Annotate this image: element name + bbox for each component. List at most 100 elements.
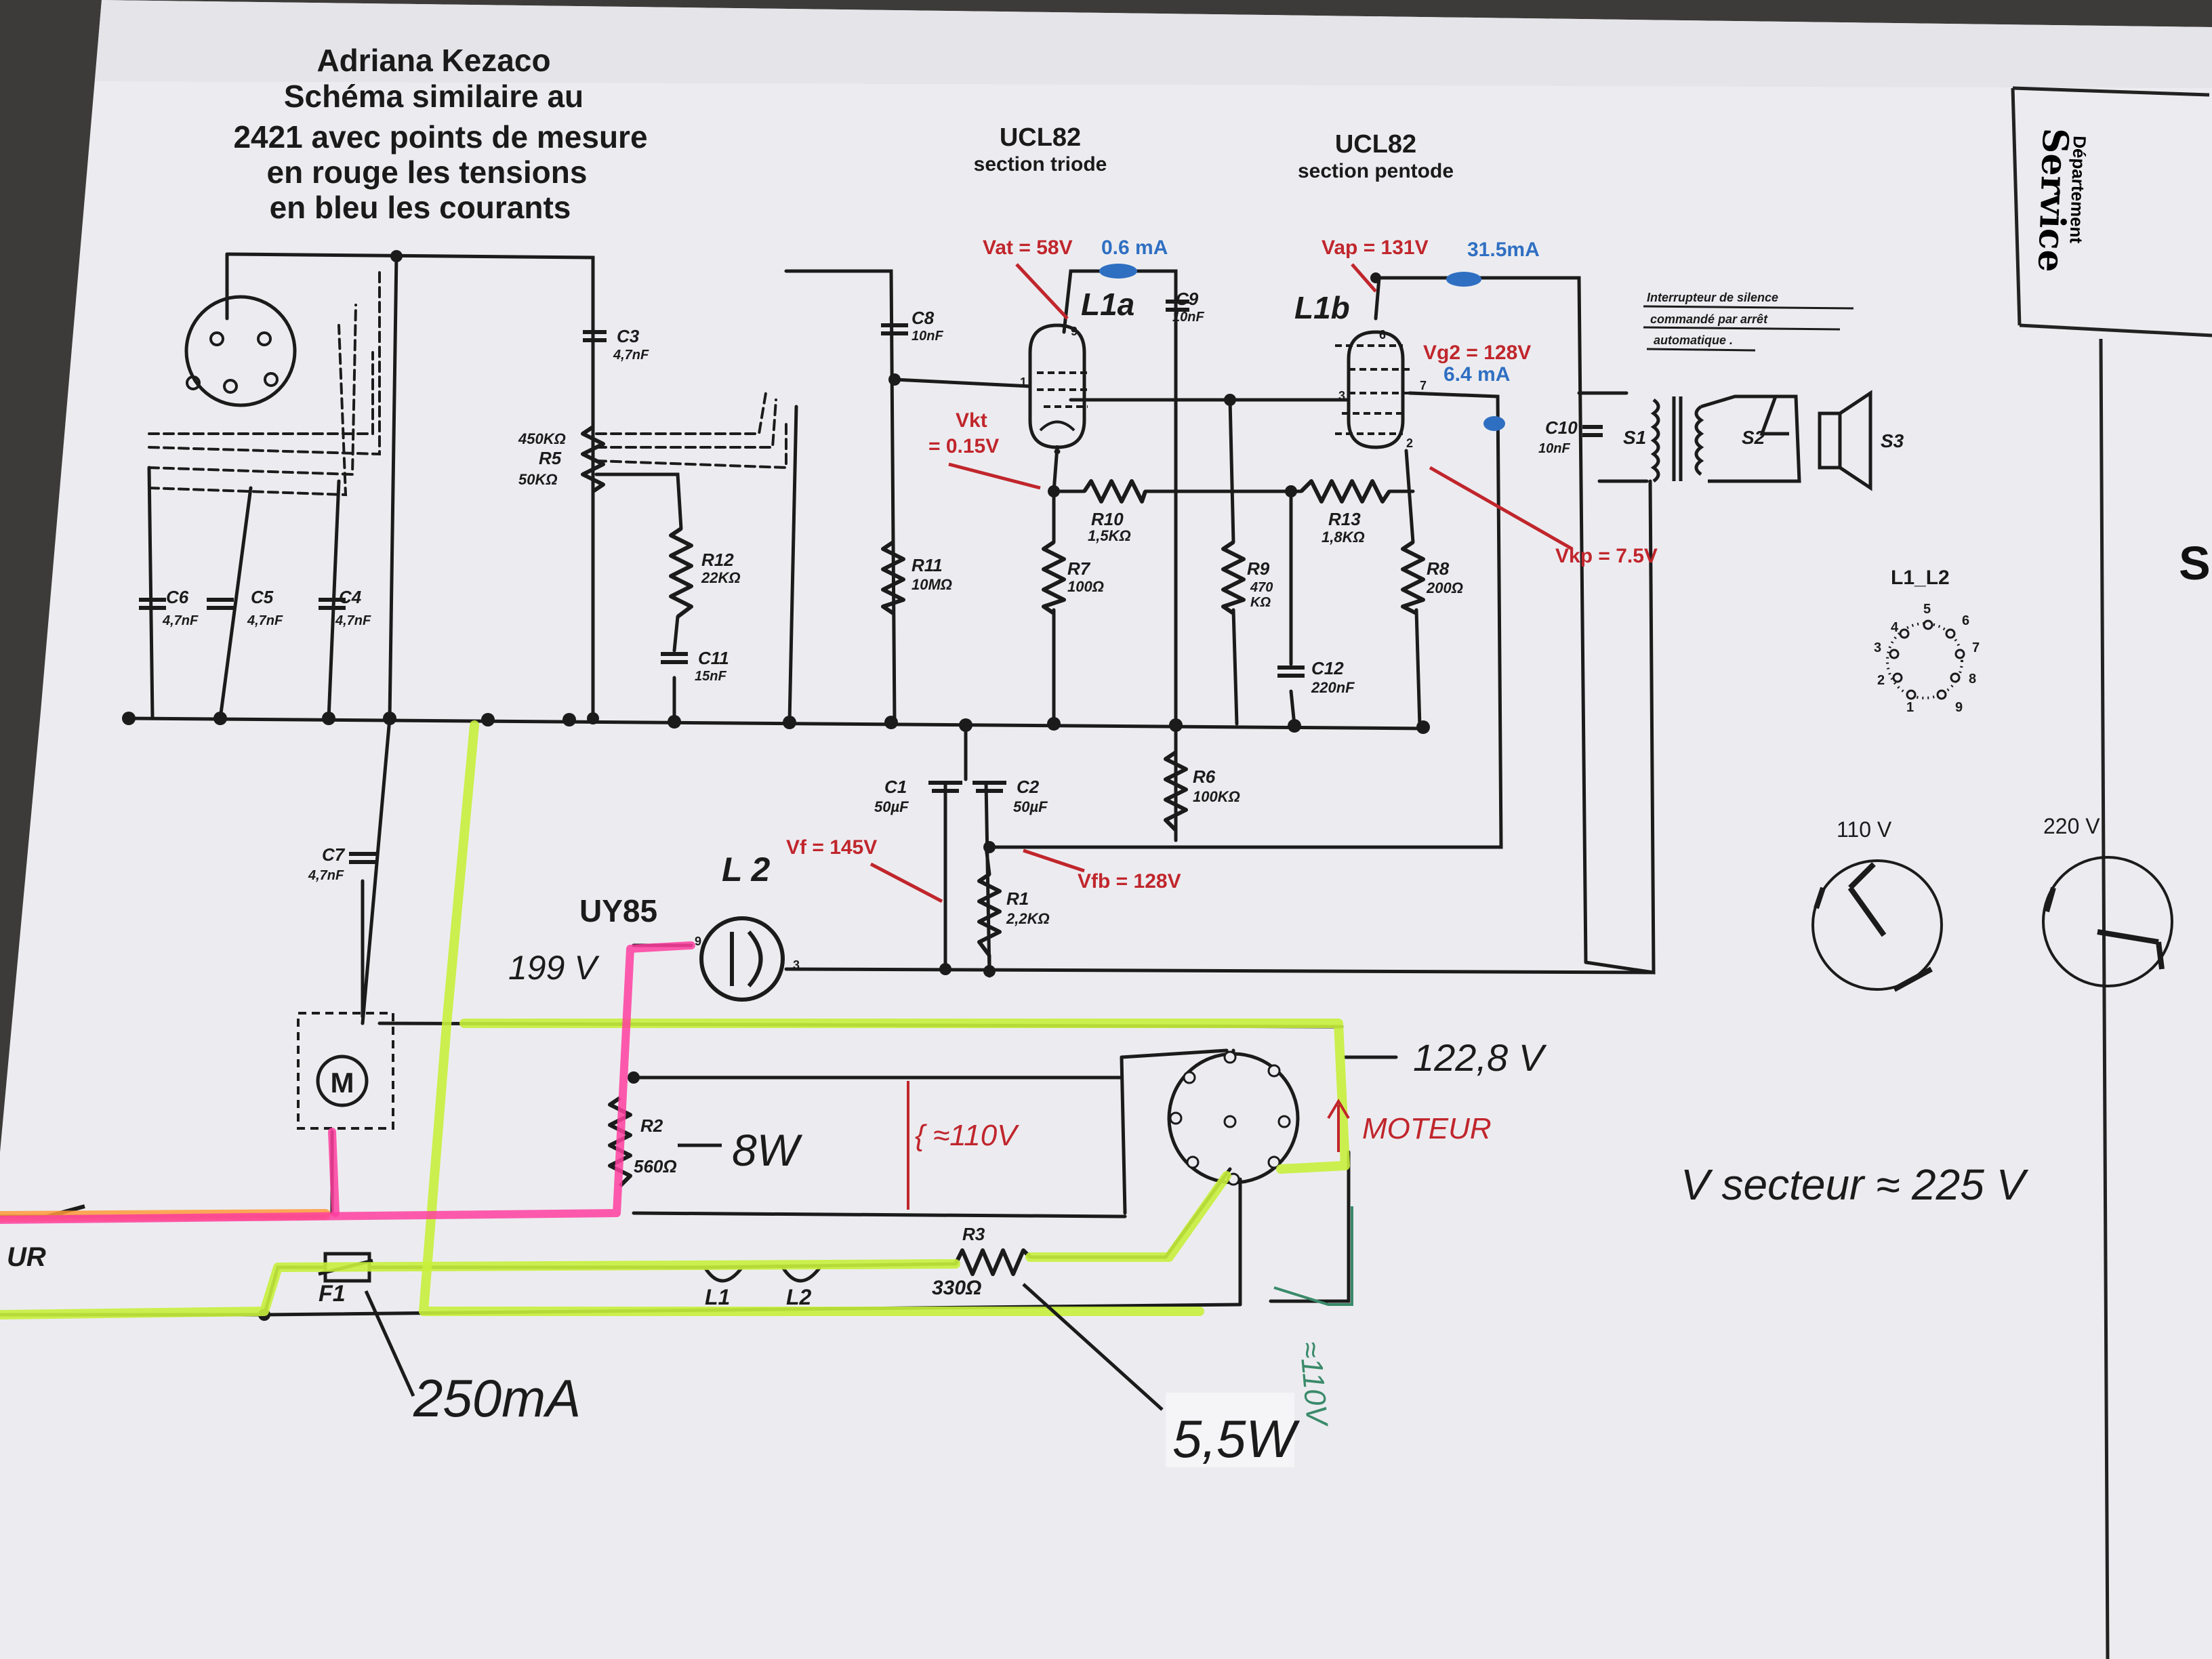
- sheet-frame: [2011, 86, 2212, 1659]
- c4-value: 4,7nF: [335, 613, 371, 628]
- handwritten-green-110v: ≈110V: [1293, 1340, 1334, 1429]
- pentode-tube-name: UCL82: [1335, 130, 1416, 159]
- r2-label: R2: [640, 1115, 663, 1136]
- c1-label: C1: [884, 777, 907, 797]
- resistor-symbols: [581, 425, 1425, 1276]
- iap-measure: 31.5mA: [1467, 239, 1540, 261]
- r13: [1299, 479, 1391, 504]
- r6: [1164, 750, 1188, 832]
- switch-note-line-3: automatique .: [1654, 333, 1733, 347]
- r6-value: 100KΩ: [1193, 788, 1240, 805]
- triode-section-label: section triode: [974, 153, 1107, 176]
- r6-label: R6: [1193, 766, 1216, 787]
- handwritten-vsecteur: V secteur ≈ 225 V: [1681, 1160, 2029, 1209]
- uy85-label: UY85: [579, 893, 657, 928]
- title-line-1: Adriana Kezaco: [316, 43, 550, 78]
- vkp-measure: Vkp = 7.5V: [1555, 545, 1658, 567]
- c2-value: 50µF: [1013, 798, 1048, 815]
- c11-label: C11: [698, 648, 729, 668]
- l1a-pin-8: 8: [1054, 443, 1061, 457]
- triode-tube-name: UCL82: [1000, 123, 1081, 152]
- pentode-section-label: section pentode: [1298, 160, 1454, 182]
- r13-value: 1,8KΩ: [1322, 529, 1365, 546]
- stamp-department: Département: [2066, 136, 2090, 244]
- uy85-pin-9: 9: [695, 935, 701, 948]
- vf-measure: Vf = 145V: [786, 836, 877, 859]
- r2-value: 560Ω: [634, 1156, 677, 1176]
- r5-pot: [581, 425, 605, 493]
- l2-lamp-label: L2: [786, 1285, 812, 1309]
- r8-label: R8: [1427, 558, 1450, 579]
- junction-dots: [122, 250, 1430, 1321]
- f1-label: F1: [319, 1281, 346, 1307]
- l1b-label: L1b: [1294, 290, 1350, 325]
- switch-note-line-1: Interrupteur de silence: [1647, 291, 1778, 304]
- vap-measure: Vap = 131V: [1322, 237, 1429, 259]
- r9-label: R9: [1247, 558, 1270, 579]
- vkt-label: Vkt: [956, 409, 987, 432]
- voltage-selector: [1167, 1050, 1300, 1186]
- r12-label: R12: [701, 550, 734, 570]
- c3-label: C3: [617, 326, 640, 346]
- c6-label: C6: [166, 587, 189, 607]
- tube-uy85: [699, 916, 785, 1002]
- l2-tube-label: L 2: [722, 851, 771, 888]
- c6-value: 4,7nF: [162, 613, 199, 628]
- title-line-4: en rouge les tensions: [267, 155, 588, 190]
- selector-110v: 110 V: [1811, 817, 1943, 992]
- selector-110v-label: 110 V: [1837, 817, 1892, 842]
- pinout-pin-8: 8: [1969, 672, 1976, 687]
- pinout-pin-7: 7: [1972, 640, 1980, 655]
- tube-titles: UCL82 section triode UCL82 section pento…: [974, 123, 1454, 182]
- s1-label: S1: [1623, 427, 1646, 448]
- c8-value: 10nF: [912, 329, 943, 344]
- vat-measure: Vat = 58V: [983, 237, 1073, 259]
- r11-value: 10MΩ: [912, 576, 952, 593]
- tube-l1a: [1028, 323, 1091, 449]
- pinout-pin-6: 6: [1962, 613, 1969, 628]
- l1b-pin-6: 6: [1379, 328, 1386, 342]
- r3-label: R3: [962, 1224, 985, 1244]
- r7-value: 100Ω: [1067, 578, 1104, 595]
- r7-label: R7: [1067, 558, 1091, 579]
- handwritten-250ma: 250mA: [413, 1368, 581, 1428]
- pinout-pin-1: 1: [1906, 700, 1914, 715]
- handwritten-5-5w: 5,5W: [1172, 1409, 1300, 1469]
- l1b-pin-2: 2: [1406, 436, 1413, 450]
- uy85-pin-3: 3: [793, 958, 800, 972]
- l1-lamp-label: L1: [705, 1285, 730, 1309]
- vfb-measure: Vfb = 128V: [1078, 870, 1181, 893]
- pinout-pin-3: 3: [1874, 640, 1881, 655]
- vg2-measure: Vg2 = 128V: [1423, 342, 1531, 364]
- r8-value: 200Ω: [1426, 579, 1463, 596]
- selector-220v-label: 220 V: [2043, 814, 2100, 838]
- c12-value: 220nF: [1311, 679, 1355, 696]
- mains-label-cut: UR: [7, 1242, 46, 1272]
- r5-label: R5: [539, 448, 562, 468]
- l1a-label: L1a: [1081, 287, 1134, 322]
- handwritten-red-110v: { ≈110V: [915, 1119, 1019, 1152]
- l1b-pin-7: 7: [1420, 379, 1427, 392]
- output-transformer: [1650, 390, 1872, 491]
- ig2-measure: 6.4 mA: [1443, 363, 1510, 386]
- pinout-pin-4: 4: [1891, 620, 1899, 635]
- handwritten-8w: 8W: [732, 1125, 803, 1175]
- pinout-pin-2: 2: [1877, 673, 1885, 688]
- c5-value: 4,7nF: [247, 613, 283, 628]
- capacitor-symbols: [139, 300, 1603, 864]
- din-input-socket: [184, 295, 297, 407]
- r9-value-number: 470: [1250, 580, 1273, 595]
- highlighter-traces: [0, 720, 1350, 1319]
- s2-label: S2: [1742, 427, 1765, 448]
- c1-value: 50µF: [874, 798, 909, 815]
- r3: [954, 1248, 1032, 1276]
- stamp-cut-text: Sch: [2179, 537, 2212, 590]
- component-labels: C3 4,7nF C8 10nF C9 10nF C6 4,7nF C5 4,7…: [162, 289, 1904, 1309]
- title-line-3: 2421 avec points de mesure: [233, 119, 647, 155]
- iat-measure: 0.6 mA: [1101, 237, 1168, 259]
- r1-value: 2,2KΩ: [1006, 910, 1050, 927]
- c10-value: 10nF: [1538, 441, 1570, 456]
- silence-switch-note: Interrupteur de silence commandé par arr…: [1643, 291, 1854, 352]
- s3-label: S3: [1881, 430, 1904, 451]
